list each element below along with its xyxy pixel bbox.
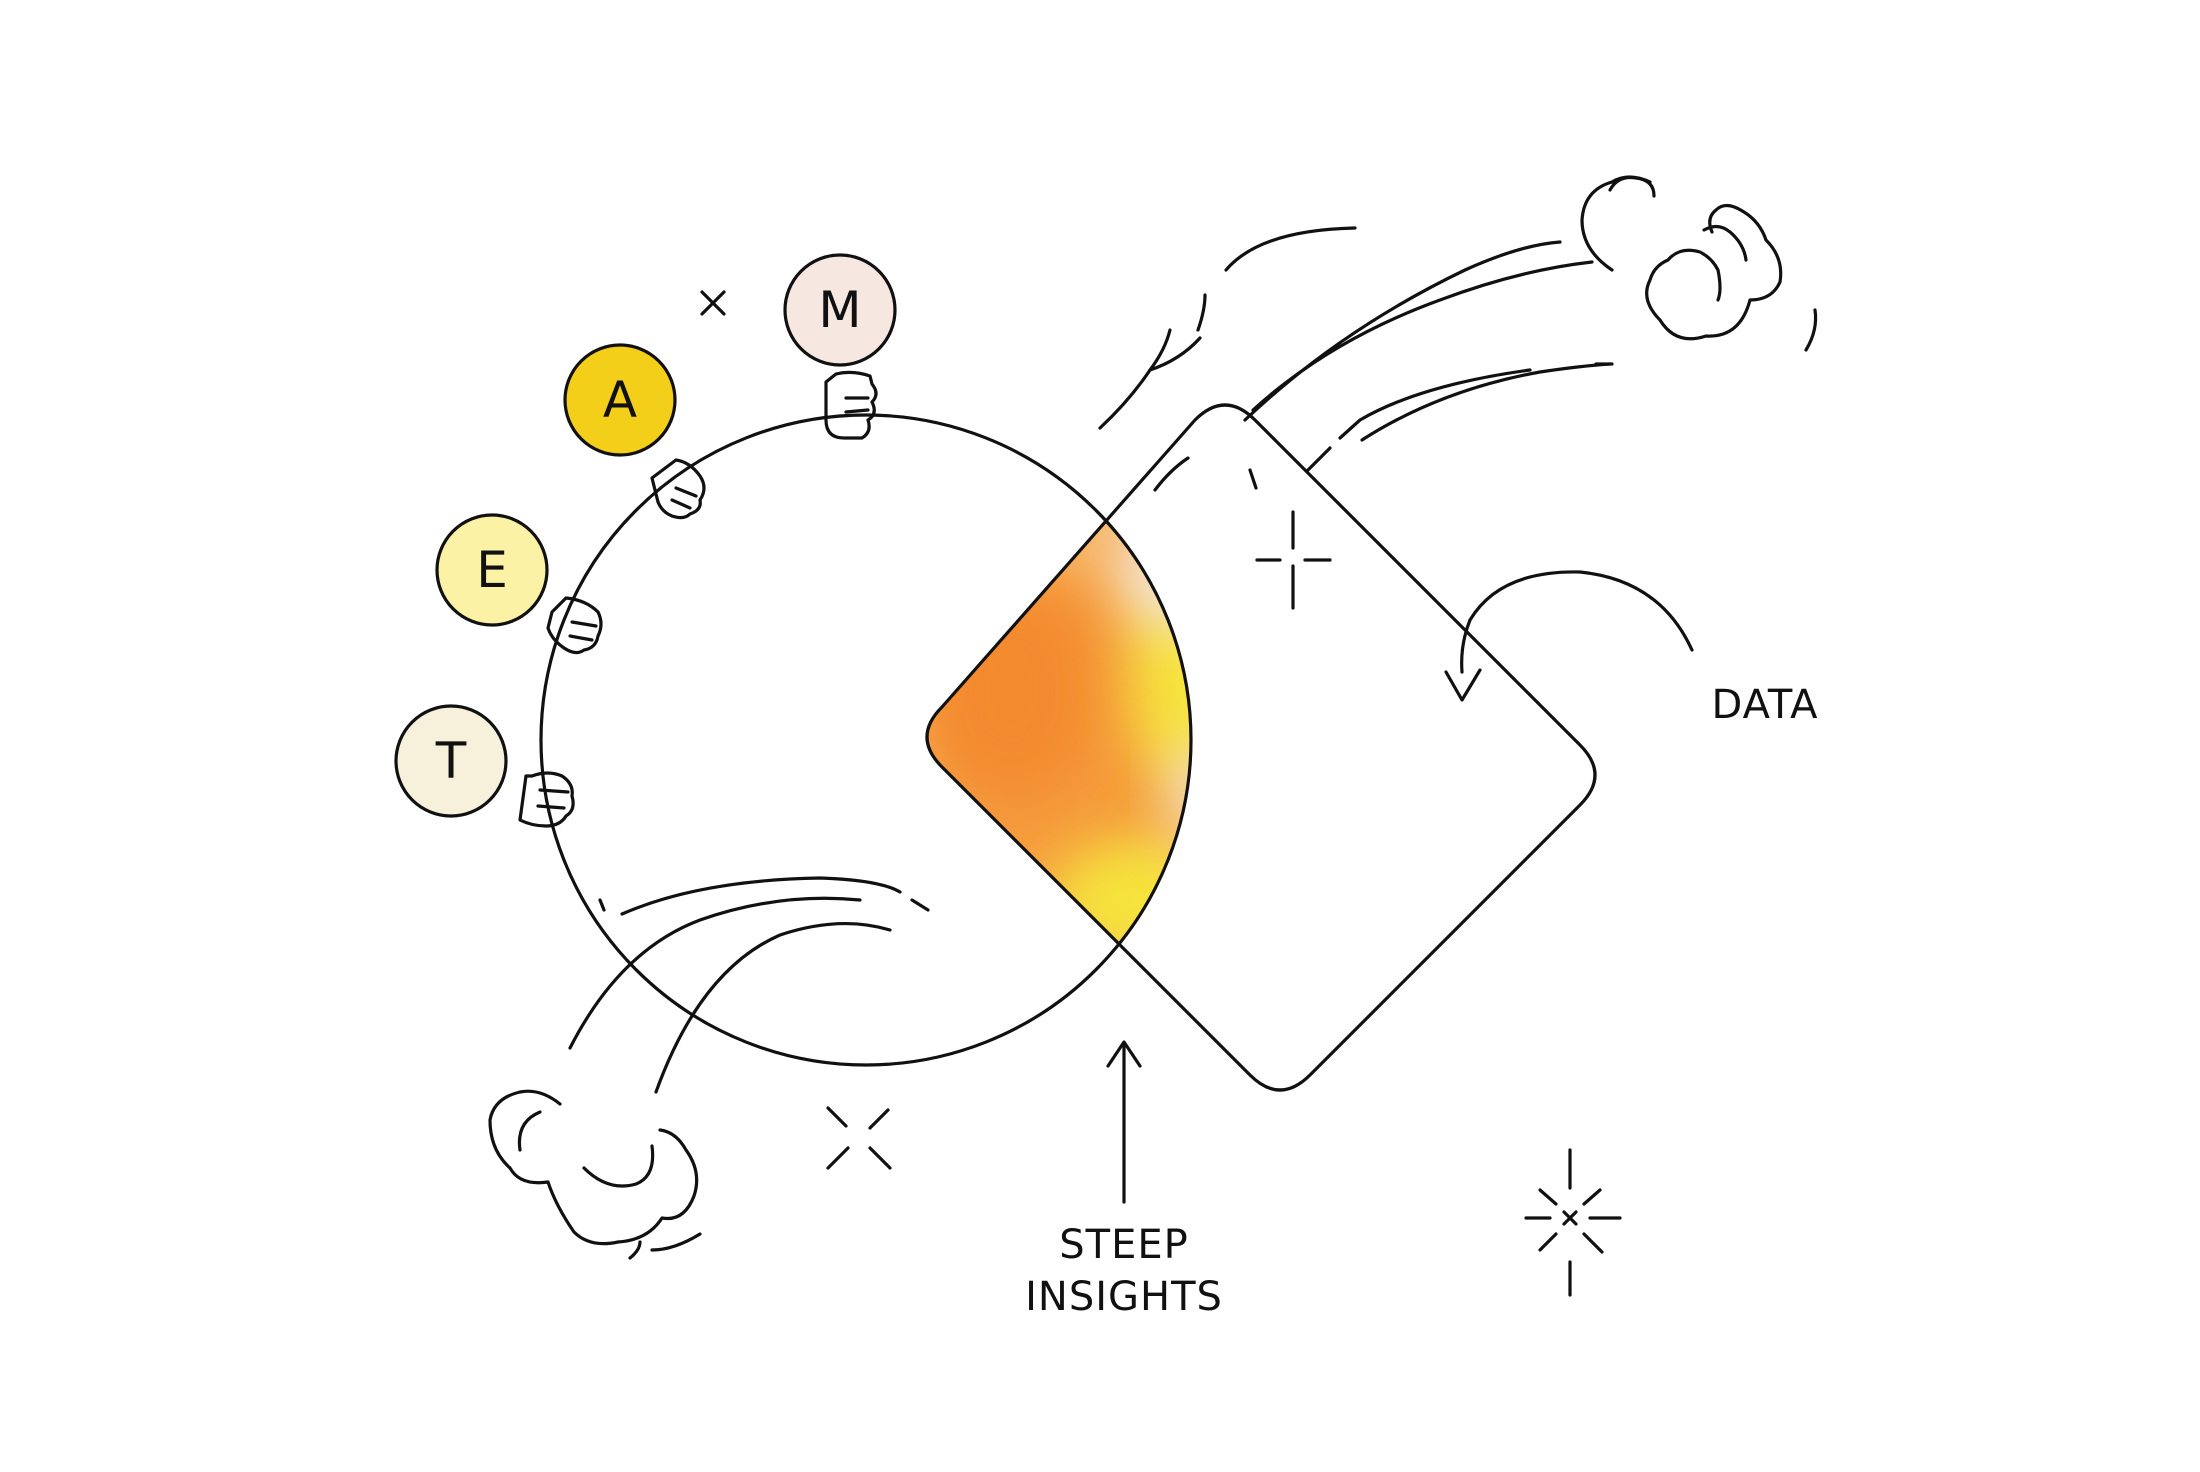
badge-m-letter: M — [818, 281, 861, 339]
sparkle-icon — [1255, 510, 1332, 610]
team-circle — [539, 413, 1193, 1067]
badge-m: M — [783, 253, 897, 367]
hand-icon-t — [518, 771, 575, 828]
insights-label-line2: INSIGHTS — [1025, 1274, 1223, 1320]
badge-e-letter: E — [476, 541, 508, 599]
hand-icon-m — [824, 370, 878, 440]
badge-t-circle — [394, 704, 508, 818]
badge-t-letter: T — [435, 732, 467, 790]
insight-intersection — [927, 500, 1191, 1020]
cloud-icon — [1580, 175, 1818, 352]
hand-icon-a — [650, 458, 706, 520]
sparkle-icon — [700, 290, 726, 316]
badge-e: E — [435, 513, 549, 627]
badge-a-letter: A — [603, 371, 637, 429]
data-arrow — [1444, 570, 1694, 702]
badge-e-circle — [435, 513, 549, 627]
hand-icon-e — [546, 596, 603, 655]
badge-a-circle — [563, 343, 677, 457]
badge-a: A — [563, 343, 677, 457]
badge-m-circle — [783, 253, 897, 367]
sparkle-icon — [1524, 1148, 1622, 1297]
cloud-icon — [488, 1089, 702, 1260]
data-flow-lines — [1098, 226, 1614, 492]
insights-arrow — [1106, 1040, 1142, 1204]
team-flow-lines — [568, 876, 930, 1094]
badge-t: T — [394, 704, 508, 818]
sparkle-icon — [826, 1106, 892, 1170]
data-label: DATA — [1711, 682, 1818, 728]
insights-label-line1: STEEP — [1059, 1222, 1189, 1268]
data-diamond — [925, 403, 1597, 1092]
